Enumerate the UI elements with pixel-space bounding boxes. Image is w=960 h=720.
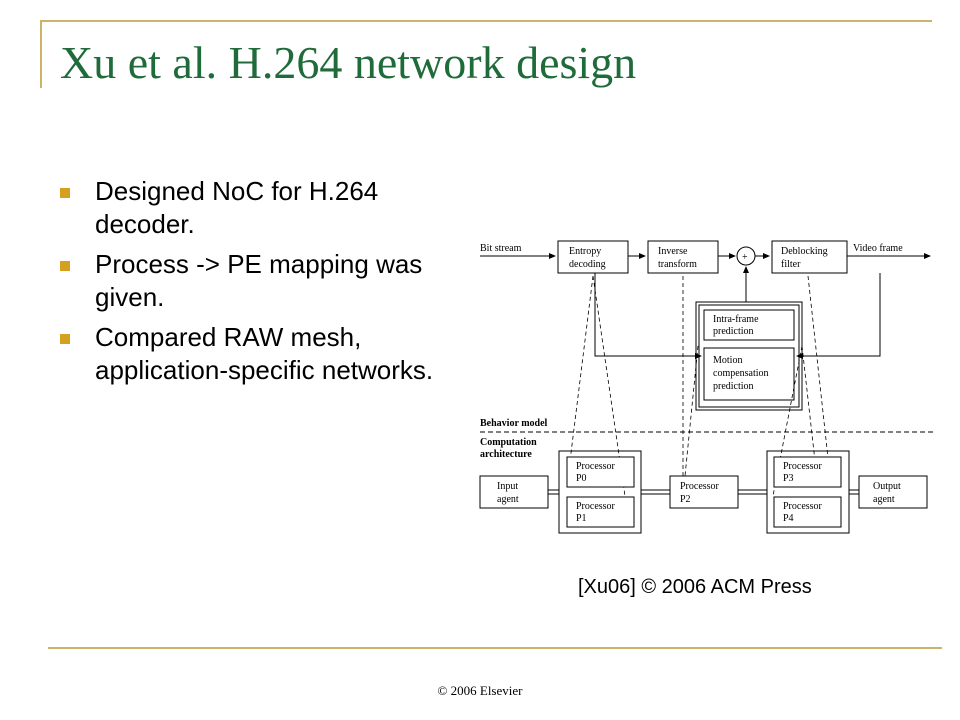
svg-text:Processor: Processor: [783, 501, 823, 512]
svg-text:+: +: [742, 252, 748, 263]
deblocking-filter-box: Deblocking filter: [771, 240, 848, 274]
bullet-text: Designed NoC for H.264 decoder.: [95, 176, 379, 239]
svg-text:Processor: Processor: [783, 461, 823, 472]
bullet-item: Designed NoC for H.264 decoder.: [60, 175, 470, 241]
svg-text:Processor: Processor: [576, 461, 616, 472]
slide-title: Xu et al. H.264 network design: [60, 37, 637, 88]
svg-text:transform: transform: [658, 259, 697, 270]
svg-text:P4: P4: [783, 513, 794, 524]
bullet-square-icon: [60, 261, 70, 271]
figure-credit: [Xu06] © 2006 ACM Press: [578, 576, 812, 598]
computation-architecture-label-2: architecture: [480, 449, 532, 460]
bullet-text: Process -> PE mapping was given.: [95, 249, 423, 312]
svg-text:prediction: prediction: [713, 381, 754, 392]
h264-decoder-diagram: Bit stream Entropy decoding Inverse tran…: [479, 240, 933, 534]
svg-text:agent: agent: [497, 494, 519, 505]
svg-text:filter: filter: [781, 259, 801, 270]
output-agent-box: Output agent: [858, 475, 928, 509]
svg-text:Processor: Processor: [680, 481, 720, 492]
adder-node: +: [736, 246, 756, 266]
svg-text:Inverse: Inverse: [658, 246, 688, 257]
processor-p3-box: Processor P3: [773, 456, 842, 488]
bullet-text: Compared RAW mesh, application-specific …: [95, 322, 434, 385]
svg-text:P1: P1: [576, 513, 587, 524]
svg-text:Intra-frame: Intra-frame: [713, 314, 759, 325]
behavior-model-label: Behavior model: [480, 418, 548, 429]
processor-p1-box: Processor P1: [566, 496, 635, 528]
processor-p0-box: Processor P0: [566, 456, 635, 488]
bullet-item: Process -> PE mapping was given.: [60, 248, 470, 314]
svg-text:Output: Output: [873, 481, 901, 492]
bullet-square-icon: [60, 334, 70, 344]
intra-frame-prediction-box: Intra-frame prediction: [703, 309, 795, 341]
bullet-list: Designed NoC for H.264 decoder. Process …: [60, 175, 470, 394]
input-agent-box: Input agent: [479, 475, 549, 509]
motion-compensation-box: Motion compensation prediction: [703, 347, 795, 401]
processor-p4-box: Processor P4: [773, 496, 842, 528]
bullet-square-icon: [60, 188, 70, 198]
svg-text:P3: P3: [783, 473, 794, 484]
processor-p2-box: Processor P2: [669, 475, 739, 509]
left-rule: [40, 20, 42, 88]
svg-text:decoding: decoding: [569, 259, 606, 270]
svg-text:P2: P2: [680, 494, 691, 505]
svg-text:agent: agent: [873, 494, 895, 505]
bit-stream-label: Bit stream: [480, 243, 522, 254]
computation-architecture-label-1: Computation: [480, 437, 537, 448]
svg-text:P0: P0: [576, 473, 587, 484]
inverse-transform-box: Inverse transform: [647, 240, 719, 274]
svg-text:compensation: compensation: [713, 368, 769, 379]
svg-text:prediction: prediction: [713, 326, 754, 337]
video-frame-label: Video frame: [853, 243, 903, 254]
svg-text:Input: Input: [497, 481, 518, 492]
bullet-item: Compared RAW mesh, application-specific …: [60, 321, 470, 387]
entropy-decoding-box: Entropy decoding: [557, 240, 629, 274]
svg-text:Entropy: Entropy: [569, 246, 601, 257]
svg-text:Processor: Processor: [576, 501, 616, 512]
svg-text:Motion: Motion: [713, 355, 742, 366]
bottom-rule: [48, 647, 942, 649]
copyright-footer: © 2006 Elsevier: [437, 683, 523, 698]
svg-text:Deblocking: Deblocking: [781, 246, 828, 257]
top-rule: [40, 20, 932, 22]
